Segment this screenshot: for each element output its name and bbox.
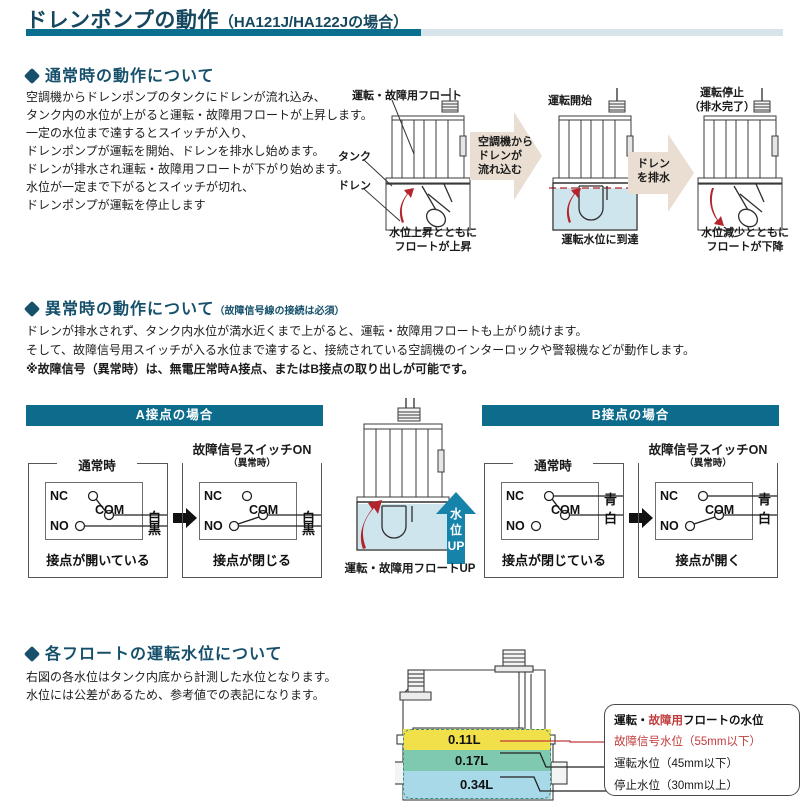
section1-line-6: 水位が一定まで下がるとスイッチが切れ、	[26, 180, 255, 194]
level-amount-0: 0.11L	[448, 732, 481, 747]
callout-row-1: 運転水位（45mm以下）	[614, 758, 738, 770]
panel-b-normal-switch-diagram	[530, 490, 623, 532]
flow-arrow-2-label: ドレン を排水	[637, 158, 670, 184]
section1-line-2: タンク内の水位が上がると運転・故障用フロートが上昇します。	[26, 108, 373, 122]
panel-a-fault-com: COM	[249, 503, 279, 517]
water-level-up-arrow-icon	[436, 492, 476, 569]
panel-b-normal-footer: 接点が閉じている	[501, 553, 606, 568]
panel-b-normal-com: COM	[551, 503, 581, 517]
label-drain: ドレン	[338, 180, 371, 192]
panel-a-normal-footer: 接点が開いている	[46, 553, 150, 568]
section1-heading-text: 通常時の動作について	[45, 68, 215, 85]
panel-b-fault-footer: 接点が開く	[675, 553, 741, 568]
pump-illustration-fault	[350, 398, 462, 558]
section3-line-2: 水位には公差があるため、参考値での表記になります。	[26, 688, 325, 702]
page-title: ドレンポンプの動作（HA121J/HA122Jの場合）	[26, 4, 408, 34]
level-band-0-11L	[403, 729, 551, 750]
panel-b-fault-wire-top: 青	[758, 492, 772, 507]
level-amount-1: 0.17L	[455, 753, 489, 768]
panel-b-normal-no: NO	[506, 519, 525, 533]
panel-a-normal-wire-top: 白	[148, 510, 162, 525]
panel-b-normal-wire-top: 青	[604, 492, 618, 507]
page-title-sub: （HA121J/HA122Jの場合）	[218, 14, 409, 31]
pump-illustration-step3	[690, 88, 800, 233]
level-band-0-17L	[403, 750, 551, 771]
panel-b-title: B接点の場合	[482, 405, 779, 426]
section2-line-2: そして、故障信号用スイッチが入る水位まで達すると、接続されている空調機のインター…	[26, 343, 696, 357]
transition-arrow-a-icon	[173, 508, 197, 533]
panel-a-fault-switch-diagram	[228, 490, 321, 532]
caption-float-up: 運転・故障用フロートUP	[344, 563, 476, 575]
section2-heading: 異常時の動作について（故障信号線の接続は必須）	[23, 295, 345, 319]
panel-a-fault-no: NO	[204, 519, 223, 533]
callout-row-0: 故障信号水位（55mm以下）	[614, 736, 761, 748]
section2-heading-note: （故障信号線の接続は必須）	[214, 306, 345, 317]
panel-a-fault-footer: 接点が閉じる	[212, 553, 291, 568]
panel-a-normal-title: 通常時	[57, 455, 137, 474]
caption-step3: 水位減少とともに フロートが下降	[701, 227, 789, 253]
level-band-0-34L	[403, 771, 551, 799]
diamond-bullet-icon	[23, 645, 41, 663]
section2-line-3: ※故障信号（異常時）は、無電圧常時A接点、またはB接点の取り出しが可能です。	[26, 362, 474, 376]
title-step3: 運転停止 （排水完了）	[689, 87, 755, 113]
callout-title: 運転・故障用フロートの水位	[614, 715, 764, 727]
page-header: ドレンポンプの動作（HA121J/HA122Jの場合）	[0, 0, 806, 42]
title-rule-dark	[26, 29, 421, 36]
diamond-bullet-icon	[23, 67, 41, 85]
panel-a-normal-nc: NC	[50, 489, 69, 503]
transition-arrow-b-icon	[629, 508, 653, 533]
diamond-bullet-icon	[23, 300, 41, 318]
section2-line-1: ドレンが排水されず、タンク内水位が満水近くまで上がると、運転・故障用フロートも上…	[26, 324, 588, 338]
panel-a-fault-wire-bottom: 黒	[302, 522, 316, 537]
panel-b-normal-nc: NC	[506, 489, 525, 503]
caption-step1: 水位上昇とともに フロートが上昇	[389, 227, 477, 253]
title-rule-light	[421, 29, 783, 36]
page-title-main: ドレンポンプの動作	[26, 9, 219, 32]
section1-line-3: 一定の水位まで達するとスイッチが入り、	[26, 126, 254, 140]
panel-a-fault-title: 故障信号スイッチON （異常時）	[183, 444, 321, 470]
panel-b-fault-wire-bottom: 白	[758, 511, 772, 526]
panel-a-fault-nc: NC	[204, 489, 223, 503]
panel-a-normal-wire-bottom: 黒	[148, 522, 162, 537]
panel-b-fault-com: COM	[705, 503, 735, 517]
section1-line-1: 空調機からドレンポンプのタンクにドレンが流れ込み、	[26, 90, 326, 104]
pump-illustration-step2	[545, 88, 655, 233]
leader-line-drain	[364, 188, 401, 222]
panel-a-normal-switch-diagram	[74, 490, 167, 532]
panel-b-fault-no: NO	[660, 519, 679, 533]
panel-b-fault-switch-diagram	[684, 490, 777, 532]
callout-row-2: 停止水位（30mm以上）	[614, 780, 738, 792]
title-step2: 運転開始	[548, 95, 592, 107]
panel-a-normal-com: COM	[95, 503, 125, 517]
section1-heading: 通常時の動作について	[23, 62, 215, 86]
flow-arrow-1-label: 空調機から ドレンが 流れ込む	[478, 136, 533, 176]
panel-b-normal-wire-bottom: 白	[604, 511, 618, 526]
flow-arrow-1-icon	[470, 110, 542, 207]
panel-b-contact: B接点の場合	[482, 405, 779, 426]
leader-line-float	[391, 99, 415, 155]
section3-line-1: 右図の各水位はタンク内底から計測した水位となります。	[26, 670, 337, 684]
leader-line-tank	[364, 159, 393, 187]
section2-heading-text: 異常時の動作について	[45, 301, 215, 318]
label-operation-fault-float: 運転・故障用フロート	[352, 90, 462, 102]
section1-line-5: ドレンが排水され運転・故障用フロートが下がり始めます。	[26, 162, 349, 176]
level-amount-2: 0.34L	[460, 777, 494, 792]
callout-leader-lines	[500, 740, 618, 792]
panel-a-fault-wire-top: 白	[302, 510, 316, 525]
label-tank: タンク	[338, 151, 371, 163]
level-callout-box	[604, 704, 800, 796]
water-level-up-badge-label: 水 位 UP	[447, 507, 465, 553]
panel-a-contact: A接点の場合	[26, 405, 323, 426]
panel-b-fault-nc: NC	[660, 489, 679, 503]
panel-a-normal-no: NO	[50, 519, 69, 533]
panel-a-title: A接点の場合	[26, 405, 323, 426]
section1-line-7: ドレンポンプが運転を停止します	[26, 198, 206, 212]
section3-heading-text: 各フロートの運転水位について	[45, 646, 283, 663]
section3-heading: 各フロートの運転水位について	[23, 640, 283, 664]
panel-b-fault-title: 故障信号スイッチON （異常時）	[639, 444, 777, 470]
caption-step2: 運転水位に到達	[561, 234, 639, 246]
flow-arrow-2-icon	[628, 132, 694, 219]
panel-b-normal-title: 通常時	[513, 455, 593, 474]
section1-line-4: ドレンポンプが運転を開始、ドレンを排水し始めます。	[26, 144, 325, 158]
